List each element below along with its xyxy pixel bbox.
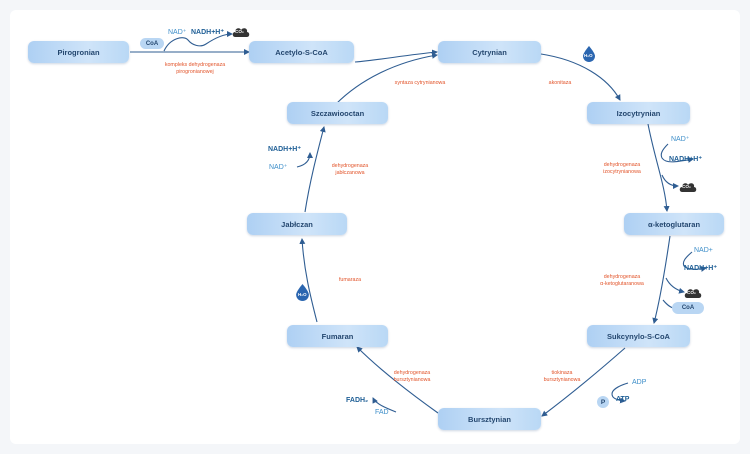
curve-scs-cofactors [611, 382, 629, 404]
enzyme-citrate-synthase: syntaza cytrynianowa [394, 80, 446, 86]
co2-label: CO₂ [687, 290, 696, 295]
cofactor-atp: ATP [616, 396, 630, 403]
enzyme-fumarase: fumaraza [338, 277, 362, 283]
cofactor-nad: NAD⁺ [671, 136, 690, 143]
co2-cloud-icon [679, 183, 697, 192]
cofactor-coa-pill: CoA [140, 38, 164, 49]
arrow-oxaloacetate-citrate [335, 52, 438, 105]
water-drop-icon [296, 284, 309, 301]
arrow-akg-succinylcoa [652, 235, 671, 324]
arrow-succinate-fumarate [356, 346, 439, 414]
enzyme-isocitrate-dehydrogenase: dehydrogenaza izocytrynianowa [603, 162, 641, 175]
curve-akgdh-cofactors [682, 251, 707, 272]
cofactor-nadh: NADH+H⁺ [191, 29, 225, 36]
co2-cloud-icon [684, 289, 702, 298]
arrow-malate-oxaloacetate [304, 126, 326, 213]
cofactor-coa-pill: CoA [672, 302, 704, 314]
enzyme-malate-dehydrogenase: dehydrogenaza jabłczanowa [331, 163, 369, 176]
enzyme-aconitase: akonitaza [548, 80, 572, 86]
enzyme-pyruvate-dehydrogenase: kompleks dehydrogenaza pirogronianowej [164, 62, 226, 75]
water-drop-icon [583, 46, 595, 62]
enzyme-succinate-dehydrogenase: dehydrogenaza bursztynianowa [393, 370, 431, 383]
node-isocitrate: Izocytrynian [587, 102, 690, 124]
node-citrate: Cytrynian [438, 41, 541, 63]
curve-idh-co2 [661, 174, 679, 189]
cofactor-nad: NAD⁺ [269, 164, 288, 171]
node-fumarate: Fumaran [287, 325, 388, 347]
arrow-isocitrate-akg [647, 123, 670, 212]
arrow-succinylcoa-succinate [541, 347, 626, 417]
node-succinate: Bursztynian [438, 408, 541, 430]
enzyme-alpha-ketoglutarate-dehydrogenase: dehydrogenaza α-ketoglutaranowa [600, 274, 644, 287]
co2-label: CO₂ [682, 184, 691, 189]
cofactor-nadh: NADH+H⁺ [669, 156, 703, 163]
curve-idh-cofactors [660, 143, 694, 163]
cofactor-fad: FAD [375, 409, 389, 416]
diagram-panel [10, 10, 740, 444]
enzyme-succinyl-coa-synthetase: tiokinaza bursztynianowa [543, 370, 581, 383]
phosphate-circle-icon: P [597, 396, 609, 408]
node-pyruvate: Pirogronian [28, 41, 129, 63]
node-alpha-ketoglutarate: α-ketoglutaran [624, 213, 724, 235]
cofactor-nadh: NADH+H⁺ [268, 146, 302, 153]
node-acetyl-coa: Acetylo-S-CoA [249, 41, 354, 63]
cofactor-nadh: NADH+H⁺ [684, 265, 718, 272]
cofactor-fadh2: FADH₂ [346, 397, 369, 404]
curve-mdh-cofactors [296, 152, 313, 168]
arrow-citrate-isocitrate [540, 53, 621, 101]
curve-akgdh-co2 [665, 277, 685, 294]
co2-cloud-icon [232, 28, 250, 37]
node-malate: Jabłczan [247, 213, 347, 235]
water-label: H₂O [298, 292, 307, 297]
arrow-acetylcoa-citrate [354, 49, 438, 63]
cofactor-nad: NAD+ [694, 247, 713, 254]
node-oxaloacetate: Szczawiooctan [287, 102, 388, 124]
arrow-fumarate-malate [299, 238, 318, 323]
node-succinyl-coa: Sukcynylo-S-CoA [587, 325, 690, 347]
cofactor-nad: NAD⁺ [168, 29, 187, 36]
cofactor-adp: ADP [632, 379, 647, 386]
co2-label: CO₂ [235, 29, 244, 34]
water-label: H₂O [584, 53, 593, 58]
curve-sdh-cofactors [372, 397, 397, 413]
curve-pdh-cofactors [163, 31, 233, 52]
